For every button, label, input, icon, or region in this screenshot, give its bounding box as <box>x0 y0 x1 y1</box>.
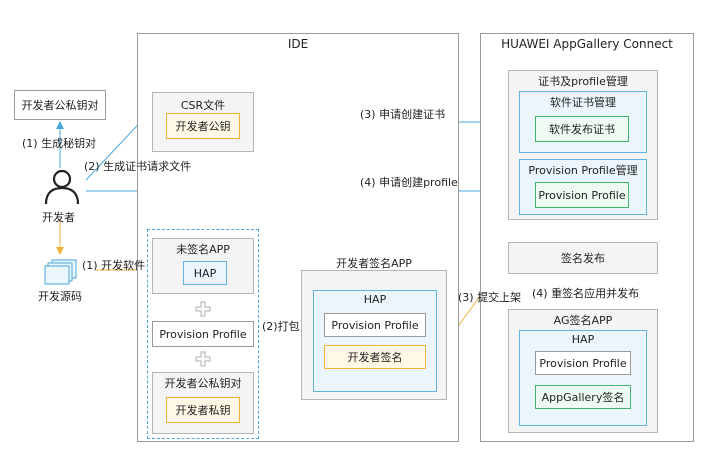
agc-provision-profile: Provision Profile <box>535 182 629 208</box>
ag-signed-app-box: AG签名APP HAP Provision Profile AppGallery… <box>508 309 658 433</box>
csr-file-box: CSR文件 开发者公钥 <box>152 92 254 152</box>
software-cert-mgmt-box: 软件证书管理 软件发布证书 <box>519 91 647 153</box>
step-submit: (3) 提交上架 <box>458 291 522 304</box>
step-gen-csr: (2) 生成证书请求文件 <box>84 160 192 173</box>
developer-public-key: 开发者公钥 <box>166 113 240 139</box>
software-cert-mgmt-title: 软件证书管理 <box>550 96 616 109</box>
dev-signed-hap-box: HAP Provision Profile 开发者签名 <box>313 290 437 392</box>
profile-mgmt-title: Provision Profile管理 <box>528 164 638 177</box>
developer-signature: 开发者签名 <box>324 345 426 369</box>
plus-icon <box>195 351 211 367</box>
ag-signed-hap-title: HAP <box>571 333 595 346</box>
step-resign: (4) 重签名应用并发布 <box>532 287 640 300</box>
source-files-icon <box>44 259 77 285</box>
step-dev-source: (1) 开发软件 <box>82 259 146 272</box>
appgallery-signature: AppGallery签名 <box>535 385 631 409</box>
agc-title: HUAWEI AppGallery Connect <box>501 37 673 51</box>
keypair-box: 开发者公私钥对 开发者私钥 <box>152 372 254 434</box>
unsigned-app-title: 未签名APP <box>176 243 230 256</box>
dev-signed-hap-title: HAP <box>363 293 387 306</box>
ag-signed-hap-box: HAP Provision Profile AppGallery签名 <box>519 330 647 426</box>
profile-mgmt-box: Provision Profile管理 Provision Profile <box>519 159 647 215</box>
cert-profile-mgmt-title: 证书及profile管理 <box>538 75 628 88</box>
keypair-title: 开发者公私钥对 <box>164 377 242 390</box>
unsigned-hap: HAP <box>183 261 227 285</box>
dev-signed-provision-profile: Provision Profile <box>324 313 426 337</box>
developer-label: 开发者 <box>42 211 75 224</box>
plus-icon <box>195 301 211 317</box>
ide-title: IDE <box>287 37 309 51</box>
dev-signed-app-box: 开发者签名APP HAP Provision Profile 开发者签名 <box>301 257 447 400</box>
developer-private-key: 开发者私钥 <box>166 397 240 423</box>
csr-title: CSR文件 <box>180 99 226 112</box>
dev-signed-title: 开发者签名APP <box>336 257 412 270</box>
step-apply-profile: (4) 申请创建profile <box>360 176 458 189</box>
ag-signed-title: AG签名APP <box>553 314 613 327</box>
unsigned-provision-profile: Provision Profile <box>152 321 254 347</box>
unsigned-app-box: 未签名APP HAP <box>152 238 254 294</box>
ag-signed-provision-profile: Provision Profile <box>535 351 631 375</box>
unsigned-app-group <box>147 229 259 439</box>
step-package: (2)打包 <box>262 320 300 333</box>
step-apply-cert: (3) 申请创建证书 <box>360 108 446 121</box>
step-gen-keypair: (1) 生成秘钥对 <box>22 137 97 150</box>
developer-icon <box>44 169 80 205</box>
release-cert: 软件发布证书 <box>535 116 629 142</box>
developer-source-label: 开发源码 <box>38 290 82 303</box>
developer-keypair-box: 开发者公私钥对 <box>14 90 106 120</box>
cert-profile-mgmt-box: 证书及profile管理 软件证书管理 软件发布证书 Provision Pro… <box>508 70 658 220</box>
sign-publish-box: 签名发布 <box>508 242 658 274</box>
